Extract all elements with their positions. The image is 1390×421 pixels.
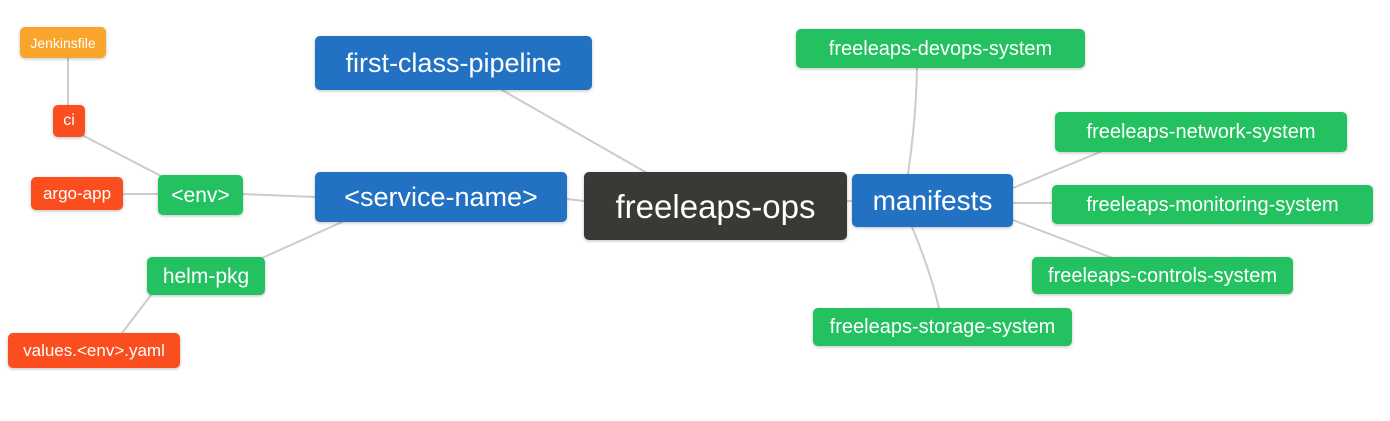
node-freeleaps-network-system-label: freeleaps-network-system — [1086, 121, 1316, 143]
node-freeleaps-network-system[interactable]: freeleaps-network-system — [1055, 112, 1347, 152]
node-ci-label: ci — [63, 112, 75, 129]
node-freeleaps-devops-system[interactable]: freeleaps-devops-system — [796, 29, 1085, 68]
edge-manifests-network — [1012, 151, 1101, 189]
node-ci[interactable]: ci — [53, 105, 85, 137]
node-first-class-pipeline[interactable]: first-class-pipeline — [315, 36, 592, 90]
edge-service-name-ops — [566, 198, 585, 202]
node-jenkinsfile[interactable]: Jenkinsfile — [20, 27, 106, 58]
node-env[interactable]: <env> — [158, 175, 243, 215]
node-freeleaps-controls-system-label: freeleaps-controls-system — [1048, 264, 1277, 287]
edge-helm-pkg-service-name — [261, 221, 343, 259]
node-jenkinsfile-label: Jenkinsfile — [30, 34, 96, 51]
edge-ci-env — [81, 134, 164, 178]
node-freeleaps-ops-root[interactable]: freeleaps-ops — [584, 172, 847, 240]
node-freeleaps-ops-label: freeleaps-ops — [615, 187, 816, 225]
node-values-env-yaml[interactable]: values.<env>.yaml — [8, 333, 180, 368]
node-values-env-yaml-label: values.<env>.yaml — [23, 341, 165, 360]
node-argo-app[interactable]: argo-app — [31, 177, 123, 210]
edge-env-service-name — [242, 193, 316, 198]
node-helm-pkg-label: helm-pkg — [162, 264, 250, 288]
node-manifests[interactable]: manifests — [852, 174, 1013, 227]
node-first-class-pipeline-label: first-class-pipeline — [345, 47, 562, 78]
node-freeleaps-storage-system-label: freeleaps-storage-system — [829, 316, 1056, 338]
edge-manifests-devops — [907, 67, 918, 175]
node-freeleaps-monitoring-system[interactable]: freeleaps-monitoring-system — [1052, 185, 1373, 224]
node-helm-pkg[interactable]: helm-pkg — [147, 257, 265, 295]
node-service-name[interactable]: <service-name> — [315, 172, 567, 222]
edge-manifests-controls — [1012, 219, 1116, 260]
node-freeleaps-devops-system-label: freeleaps-devops-system — [828, 37, 1053, 60]
node-manifests-label: manifests — [872, 184, 993, 216]
edge-pipeline-ops — [501, 89, 648, 174]
node-argo-app-label: argo-app — [42, 184, 112, 203]
edge-manifests-storage — [911, 226, 940, 309]
node-env-label: <env> — [171, 183, 230, 207]
node-freeleaps-monitoring-system-label: freeleaps-monitoring-system — [1086, 193, 1339, 216]
edge-values-helm-pkg — [121, 294, 152, 334]
node-freeleaps-storage-system[interactable]: freeleaps-storage-system — [813, 308, 1072, 346]
node-freeleaps-controls-system[interactable]: freeleaps-controls-system — [1032, 257, 1293, 294]
node-service-name-label: <service-name> — [344, 181, 538, 212]
